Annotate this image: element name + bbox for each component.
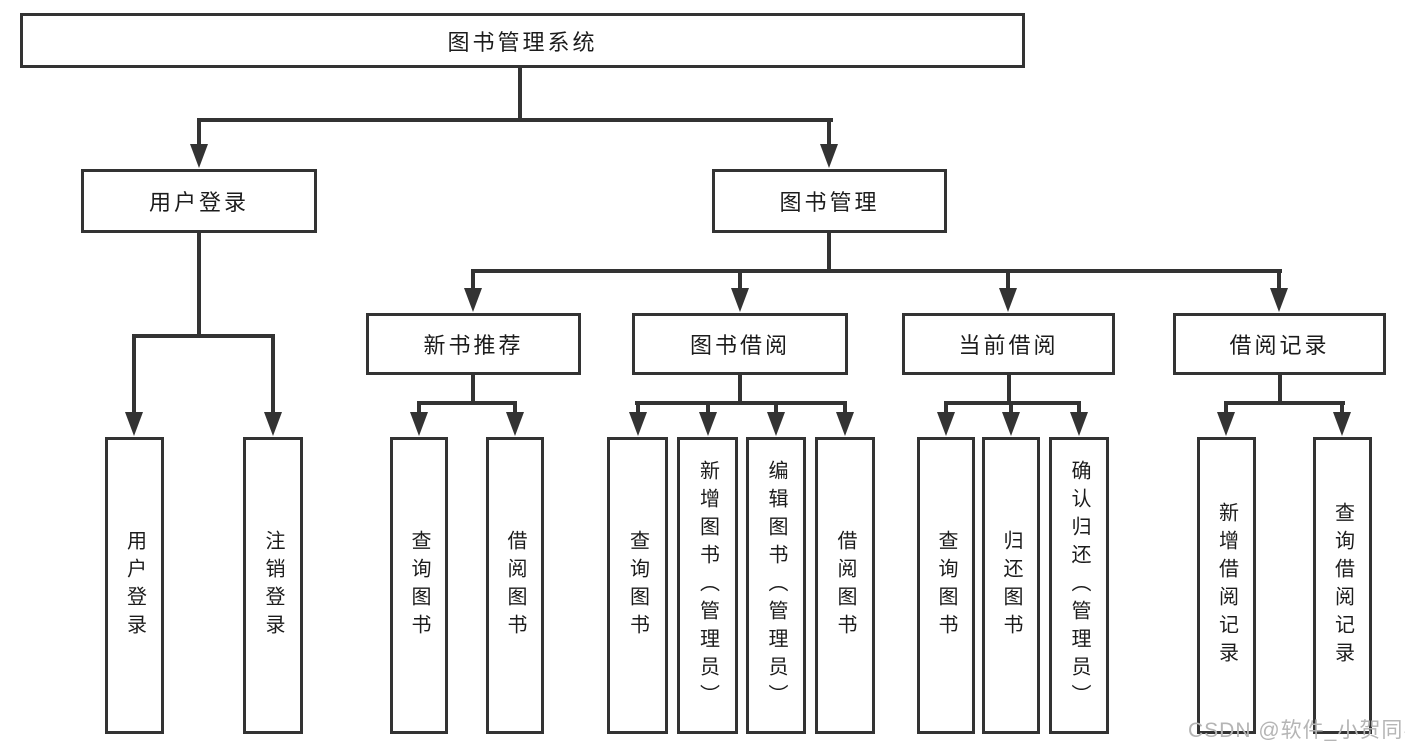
node-label: 借阅图书 [834,529,856,642]
node-library-system: 图书管理系统 [20,13,1025,68]
connector-line [1224,401,1228,416]
connector-line [417,401,421,416]
node-current-query-book: 查询图书 [917,437,975,734]
connector-line [471,373,475,405]
connector-line [1340,401,1344,416]
node-borrow-book: 借阅图书 [815,437,875,734]
connector-line [518,66,522,120]
node-label: 确认归还（管理员） [1068,459,1090,712]
connector-line [1224,401,1345,405]
connector-line [738,269,742,292]
connector-line [636,401,640,416]
arrow-down-icon [767,412,785,436]
node-query-borrow-record: 查询借阅记录 [1313,437,1372,734]
arrow-down-icon [464,288,482,312]
arrow-down-icon [264,412,282,436]
connector-line [197,118,833,122]
node-label: 查询图书 [408,529,430,642]
arrow-down-icon [937,412,955,436]
connector-line [197,118,201,147]
connector-line [197,231,201,338]
arrow-down-icon [1333,412,1351,436]
node-borrow-records: 借阅记录 [1173,313,1386,375]
arrow-down-icon [999,288,1017,312]
node-confirm-return-admin: 确认归还（管理员） [1049,437,1109,734]
node-label: 新书推荐 [423,333,524,358]
connector-line [1007,373,1011,405]
connector-line [738,373,742,405]
node-user-login-branch: 用户登录 [81,169,317,233]
arrow-down-icon [820,144,838,168]
node-edit-book-admin: 编辑图书（管理员） [746,437,806,734]
node-borrow-query-book: 查询图书 [607,437,668,734]
connector-line [132,334,275,338]
connector-line [1006,269,1010,292]
node-label: 图书借阅 [689,333,790,358]
node-label: 新增图书（管理员） [696,459,719,712]
connector-line [417,401,517,405]
arrow-down-icon [1270,288,1288,312]
connector-line [827,118,831,147]
node-label: 查询图书 [935,529,957,642]
connector-line [827,231,831,273]
connector-line [1077,401,1081,416]
arrow-down-icon [190,144,208,168]
node-recommend-query-book: 查询图书 [390,437,448,734]
node-add-book-admin: 新增图书（管理员） [677,437,738,734]
node-label: 归还图书 [1000,529,1022,642]
connector-line [471,269,1282,273]
arrow-down-icon [836,412,854,436]
node-new-book-recommend: 新书推荐 [366,313,581,375]
node-label: 查询借阅记录 [1331,501,1354,670]
node-label: 编辑图书（管理员） [765,459,787,712]
node-label: 用户登录 [148,190,249,215]
arrow-down-icon [1002,412,1020,436]
connector-line [271,334,275,416]
connector-line [513,401,517,416]
connector-line [132,334,136,416]
arrow-down-icon [699,412,717,436]
node-book-management: 图书管理 [712,169,947,233]
node-book-borrow: 图书借阅 [632,313,848,375]
node-label: 新增借阅记录 [1215,501,1238,670]
arrow-down-icon [731,288,749,312]
node-label: 图书管理 [779,190,880,215]
arrow-down-icon [1217,412,1235,436]
connector-line [1278,373,1282,405]
node-label: 注销登录 [262,529,284,642]
node-recommend-borrow-book: 借阅图书 [486,437,544,734]
connector-line [635,401,847,405]
arrow-down-icon [125,412,143,436]
connector-line [843,401,847,416]
node-label: 当前借阅 [958,333,1059,358]
arrow-down-icon [506,412,524,436]
node-user-login: 用户登录 [105,437,164,734]
connector-line [1277,269,1281,292]
connector-line [944,401,948,416]
connector-line [706,401,710,416]
arrow-down-icon [410,412,428,436]
connector-line [774,401,778,416]
node-label: 借阅图书 [504,529,526,642]
node-label: 借阅记录 [1229,333,1330,358]
arrow-down-icon [629,412,647,436]
csdn-watermark: CSDN @软件_小贺同学 [1188,719,1405,742]
arrow-down-icon [1070,412,1088,436]
node-label: 图书管理系统 [447,29,598,55]
connector-line [1009,401,1013,416]
node-add-borrow-record: 新增借阅记录 [1197,437,1256,734]
node-current-borrow: 当前借阅 [902,313,1115,375]
node-logout: 注销登录 [243,437,303,734]
node-return-book: 归还图书 [982,437,1040,734]
node-label: 查询图书 [626,529,649,642]
node-label: 用户登录 [123,529,146,642]
connector-line [471,269,475,292]
